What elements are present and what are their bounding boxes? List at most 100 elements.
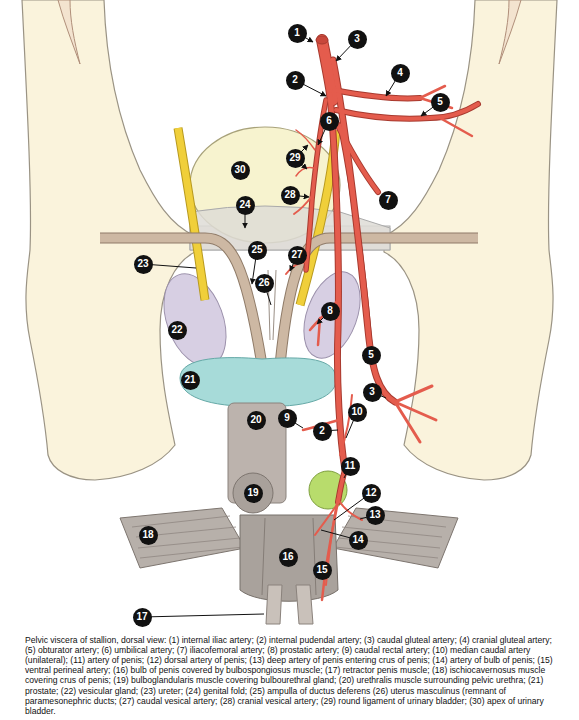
callout-circle: 22 bbox=[168, 321, 187, 340]
bulbospongiosus-lines bbox=[262, 518, 316, 595]
callout-circle: 5 bbox=[431, 93, 450, 112]
callout-circle: 30 bbox=[231, 161, 250, 180]
callout-circle: 8 bbox=[321, 302, 340, 321]
sacroiliac-slit bbox=[58, 0, 80, 64]
callout-circle: 5 bbox=[362, 346, 381, 365]
obturator-branch bbox=[440, 118, 472, 136]
retractor-penis-muscle bbox=[296, 585, 313, 624]
ureter bbox=[178, 128, 205, 300]
callout-circle: 21 bbox=[181, 371, 200, 390]
ischiocavernosus-muscle bbox=[333, 508, 458, 568]
retractor-penis-muscle bbox=[266, 585, 282, 624]
callout-number: 11 bbox=[345, 461, 356, 471]
leader-line bbox=[142, 614, 264, 617]
iliacofemoral-artery bbox=[335, 120, 378, 192]
callout-number: 19 bbox=[247, 488, 258, 498]
callout-circle: 18 bbox=[139, 526, 158, 545]
callout-circle: 10 bbox=[348, 403, 367, 422]
callout-number: 23 bbox=[137, 259, 148, 269]
internal-iliac-artery bbox=[322, 40, 333, 100]
callout-circle: 3 bbox=[363, 383, 382, 402]
callout-circle: 23 bbox=[134, 255, 153, 274]
internal-iliac-artery bbox=[322, 40, 333, 100]
callout-number: 22 bbox=[171, 325, 182, 335]
callout-circle: 24 bbox=[236, 196, 255, 215]
callout-number: 28 bbox=[284, 190, 295, 200]
callout-circle: 6 bbox=[320, 112, 339, 131]
callout-circle: 26 bbox=[255, 274, 274, 293]
callout-number: 3 bbox=[369, 387, 375, 397]
callout-number: 3 bbox=[354, 34, 360, 44]
callout-number: 10 bbox=[351, 407, 362, 417]
callout-circle: 1 bbox=[288, 24, 307, 43]
callout-circle: 2 bbox=[286, 71, 305, 90]
callout-circle: 9 bbox=[278, 409, 297, 428]
artery-outlines bbox=[306, 40, 478, 502]
prostate bbox=[180, 358, 336, 407]
callout-number: 7 bbox=[385, 195, 391, 205]
muscle-stripes bbox=[335, 516, 446, 558]
sacroiliac-slit bbox=[499, 0, 521, 64]
callout-circle: 15 bbox=[313, 561, 332, 580]
callout-number: 24 bbox=[239, 200, 250, 210]
obturator-artery bbox=[336, 104, 478, 119]
callout-number: 14 bbox=[352, 535, 363, 545]
ductus-deferens bbox=[100, 238, 262, 365]
median-caudal-artery bbox=[340, 395, 352, 455]
iliacofemoral-artery bbox=[335, 120, 378, 192]
anatomy-illustration bbox=[0, 0, 579, 640]
callout-number: 30 bbox=[234, 165, 245, 175]
callout-number: 16 bbox=[282, 552, 293, 562]
callout-number: 21 bbox=[184, 375, 195, 385]
callout-circle: 4 bbox=[391, 64, 410, 83]
callout-number: 13 bbox=[369, 510, 380, 520]
cranial-gluteal-artery bbox=[334, 90, 420, 98]
callout-circle: 2 bbox=[313, 422, 332, 441]
callout-number: 20 bbox=[250, 415, 261, 425]
callout-number: 6 bbox=[326, 116, 332, 126]
deep-artery-of-penis bbox=[340, 502, 362, 520]
caption-block: Pelvic viscera of stallion, dorsal view:… bbox=[25, 635, 555, 716]
callout-number: 27 bbox=[291, 250, 302, 260]
callout-circle: 25 bbox=[248, 241, 267, 260]
obturator-artery bbox=[336, 104, 478, 119]
ischiocavernosus-muscle bbox=[120, 508, 245, 568]
callout-circle: 16 bbox=[279, 548, 298, 567]
callout-number: 5 bbox=[437, 97, 443, 107]
callout-circle: 20 bbox=[247, 411, 266, 430]
callout-number: 15 bbox=[316, 565, 327, 575]
callout-number: 4 bbox=[397, 68, 403, 78]
bulbourethral-gland bbox=[233, 473, 273, 513]
arteries bbox=[286, 40, 478, 600]
muscle-stripes bbox=[132, 516, 243, 558]
internal-pudendal-artery bbox=[330, 95, 345, 470]
artery-cut-end bbox=[316, 36, 328, 44]
callout-number: 5 bbox=[368, 350, 374, 360]
caudal-gluteal-branches bbox=[395, 386, 436, 442]
callout-circle: 28 bbox=[281, 186, 300, 205]
callout-number: 12 bbox=[365, 488, 376, 498]
callout-number: 2 bbox=[319, 426, 325, 436]
cranial-gluteal-artery bbox=[334, 90, 420, 98]
callout-number: 2 bbox=[292, 75, 298, 85]
callout-circle: 17 bbox=[133, 608, 152, 627]
caption: Pelvic viscera of stallion, dorsal view:… bbox=[25, 635, 553, 716]
callout-number: 8 bbox=[327, 306, 333, 316]
callout-number: 9 bbox=[284, 413, 290, 423]
ductus-deferens bbox=[100, 238, 262, 365]
callout-circle: 11 bbox=[341, 457, 360, 476]
callout-number: 1 bbox=[294, 28, 300, 38]
callout-number: 18 bbox=[142, 530, 153, 540]
ureter bbox=[178, 128, 205, 300]
callout-number: 29 bbox=[289, 153, 300, 163]
leader-lines bbox=[142, 33, 440, 617]
callout-circle: 27 bbox=[288, 246, 307, 265]
callout-number: 25 bbox=[251, 245, 262, 255]
callout-number: 26 bbox=[258, 278, 269, 288]
callout-circle: 7 bbox=[379, 191, 398, 210]
callout-circle: 3 bbox=[348, 30, 367, 49]
callout-circle: 29 bbox=[286, 149, 305, 168]
callout-circle: 13 bbox=[366, 506, 385, 525]
